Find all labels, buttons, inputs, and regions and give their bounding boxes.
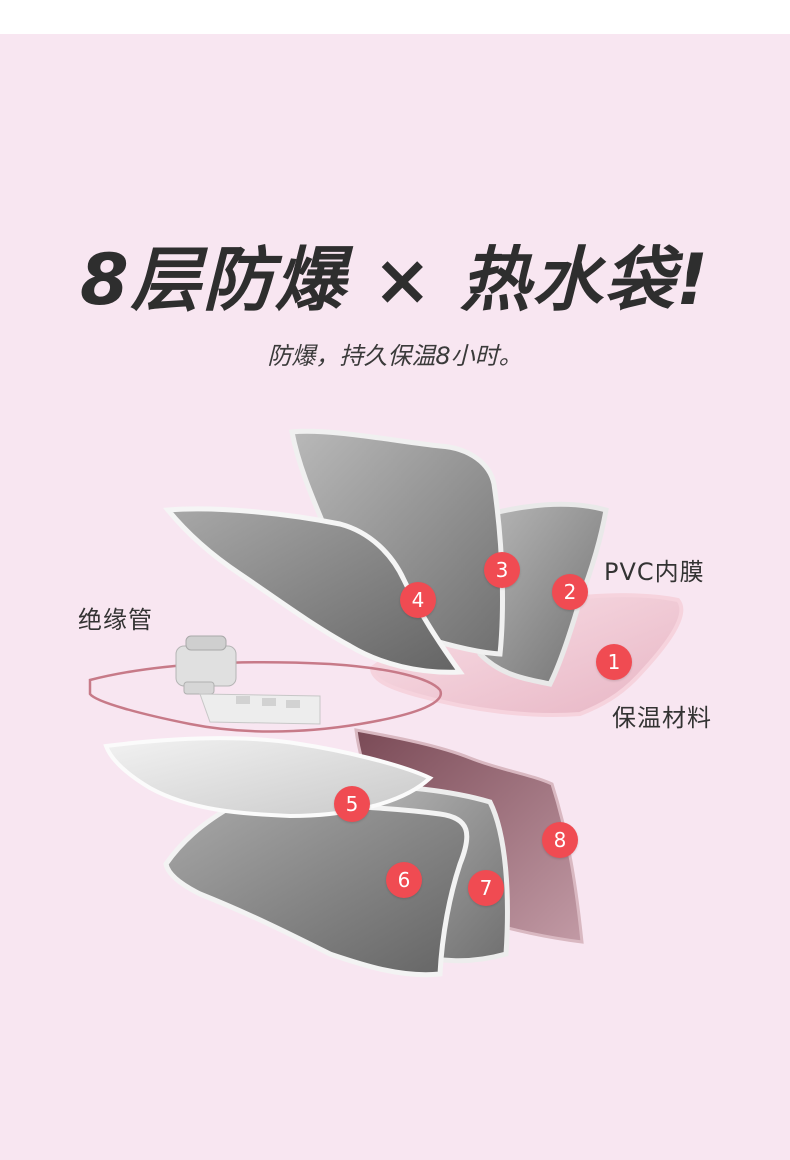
layer-badge-2: 2 (552, 574, 588, 610)
layer-badge-4: 4 (400, 582, 436, 618)
subheadline: 防爆，持久保温8小时。 (267, 342, 523, 370)
label-insulation-material: 保温材料 (612, 704, 712, 732)
layer-4-panel (163, 506, 465, 675)
insulated-tube-loop (88, 661, 443, 733)
layer-6-panel (163, 801, 470, 978)
headline: 8层防爆 × 热水袋! (79, 239, 711, 321)
layer-badge-6: 6 (386, 862, 422, 898)
valve-clip (175, 635, 321, 725)
layer-badge-5: 5 (334, 786, 370, 822)
layer-badge-7: 7 (468, 870, 504, 906)
layer-badge-3: 3 (484, 552, 520, 588)
layer-badge-1: 1 (596, 644, 632, 680)
label-pvc-film: PVC内膜 (604, 558, 705, 586)
label-insulated-tube: 绝缘管 (78, 606, 153, 634)
product-canvas: 8层防爆 × 热水袋! 防爆，持久保温8小时。 (0, 34, 790, 1160)
layer-illustration (88, 428, 684, 978)
layer-badge-8: 8 (542, 822, 578, 858)
